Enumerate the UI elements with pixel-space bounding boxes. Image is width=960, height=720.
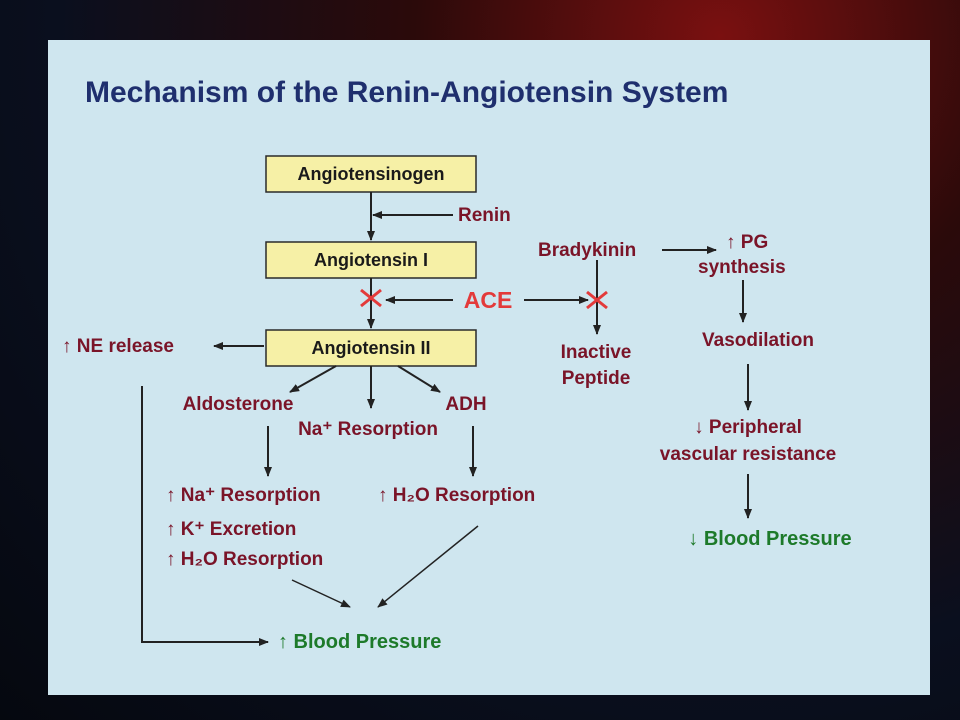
vasodilation-label: Vasodilation [702,330,814,351]
peripheral-resistance-line-1: ↓ Peripheral [694,417,802,438]
bradykinin-label: Bradykinin [538,240,636,261]
peripheral-resistance-line-2: vascular resistance [660,444,836,465]
ne-release-label: ↑ NE release [62,336,174,357]
arrow-to-adh [397,365,441,393]
na-resorption-label: Na⁺ Resorption [298,419,438,440]
arrow-adh-to-bp [377,525,479,608]
aldo-effect-na: ↑ Na⁺ Resorption [166,485,321,506]
aldo-effect-h2o: ↑ H₂O Resorption [166,549,323,570]
ras-diagram: Mechanism of the Renin-Angiotensin Syste… [62,76,852,653]
pg-synthesis-line-2: synthesis [698,257,786,278]
angiotensin-2-label: Angiotensin II [312,338,431,358]
bp-down-label: ↓ Blood Pressure [688,528,851,550]
angiotensinogen-label: Angiotensinogen [298,164,445,184]
arrow-aldo-to-bp [291,579,351,608]
adh-label: ADH [445,394,486,415]
angiotensin-1-label: Angiotensin I [314,250,428,270]
bp-up-label: ↑ Blood Pressure [278,631,441,653]
ace-block-mark-left [360,288,382,308]
inactive-peptide-line-1: Inactive [561,342,632,363]
pg-synthesis-line-1: ↑ PG [726,232,768,253]
adh-effect-h2o: ↑ H₂O Resorption [378,485,535,506]
aldosterone-label: Aldosterone [183,394,294,415]
arrow-ne-to-bp [141,386,269,646]
renin-label: Renin [458,205,511,226]
page-title: Mechanism of the Renin-Angiotensin Syste… [85,76,728,109]
angiotensinogen-box [265,155,477,193]
aldo-effect-k: ↑ K⁺ Excretion [166,519,296,540]
angiotensin-1-box [265,241,477,279]
ace-block-mark-right [586,290,608,310]
arrow-to-aldosterone [289,365,337,393]
inactive-peptide-line-2: Peptide [562,368,631,389]
slide-panel: Mechanism of the Renin-Angiotensin Syste… [48,40,930,695]
ace-label: ACE [464,287,513,313]
